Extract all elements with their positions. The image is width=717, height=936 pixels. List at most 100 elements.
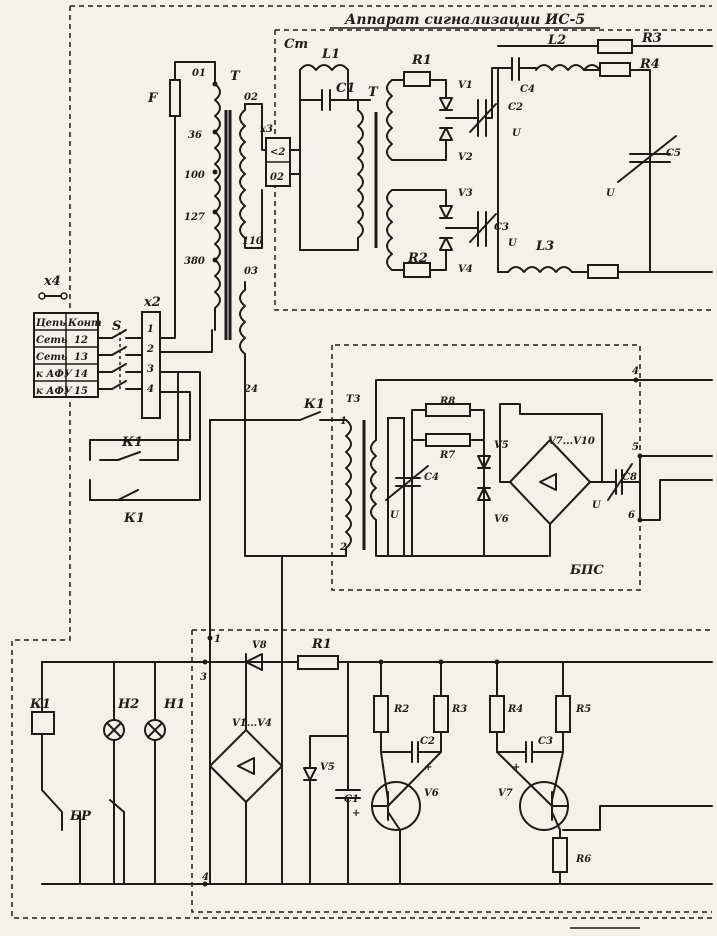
tap-label: 100 <box>184 170 205 181</box>
component-label: L2 <box>547 33 566 48</box>
component-label: U <box>512 128 522 139</box>
tap-label: 24 <box>243 384 258 395</box>
component-label: C2 <box>508 102 523 113</box>
component-label: C4 <box>424 472 439 483</box>
switch-s <box>97 329 143 390</box>
capacitor-c8 <box>601 463 633 501</box>
varicap-v3 <box>439 205 453 219</box>
inductor-l3 <box>507 266 573 273</box>
relay-coil-k1 <box>31 711 55 735</box>
resistor-r4-relay <box>489 695 505 733</box>
component-label: C3 <box>538 736 553 747</box>
bridge-rectifier-v1-v4 <box>209 729 283 803</box>
component-label: C4 <box>520 84 535 95</box>
component-label: V6 <box>424 788 439 799</box>
component-label: L1 <box>321 47 340 62</box>
capacitor-c5 <box>617 135 677 183</box>
component-label: Н1 <box>163 697 185 712</box>
tap-label: 01 <box>192 68 206 79</box>
x2-pin: 4 <box>147 384 154 395</box>
component-label: R3 <box>641 31 662 46</box>
component-label: R3 <box>451 704 467 715</box>
terminal-label: к АФУ <box>36 369 73 380</box>
varicap-v1 <box>439 97 453 111</box>
resistor-r5 <box>587 264 619 279</box>
resistor-r3-relay <box>433 695 449 733</box>
terminal-label: 15 <box>74 386 88 397</box>
component-label: R1 <box>411 53 432 68</box>
x2-pin: 1 <box>147 324 154 335</box>
component-label: C2 <box>420 736 435 747</box>
secondary-winding-110 <box>239 109 246 239</box>
component-label: V2 <box>458 152 473 163</box>
tap-label: 36 <box>188 130 202 141</box>
x3-label: х3 <box>259 124 273 135</box>
x2-connector: 1 2 3 4 <box>141 311 161 419</box>
component-label: V1...V4 <box>232 718 272 729</box>
component-label: Н2 <box>117 697 139 712</box>
capacitor-c4 <box>497 57 537 81</box>
fuse-label: F <box>147 91 158 106</box>
relay-block-circuit: 1 3 4 К1 БР Н2 Н1 V8 R1 V1...V4 V5 C1 + <box>29 419 713 887</box>
bps-transformer-primary <box>345 419 352 557</box>
resistor-r4 <box>599 62 631 77</box>
mains-transformer: 01 36 100 127 380 02 110 03 24 <box>184 61 263 395</box>
polarity-mark: + <box>352 808 360 819</box>
x4-label: х4 <box>43 274 61 289</box>
mains-terminal-block: Цепь Конт Сеть 12 Сеть 13 к АФУ 14 к АФУ… <box>33 312 102 398</box>
x3-pin: 02 <box>270 172 284 183</box>
component-label: U <box>592 500 602 511</box>
resistor-r2-relay <box>373 695 389 733</box>
hf-transformer-primary <box>357 109 364 239</box>
terminal-label: к АФУ <box>36 386 73 397</box>
component-label: L3 <box>535 239 554 254</box>
capacitor-c1 <box>299 89 371 111</box>
switch-s-label: S <box>112 319 121 334</box>
pin-label: 4 <box>202 872 209 883</box>
terminal-label: 13 <box>74 352 88 363</box>
component-label: C3 <box>494 222 509 233</box>
component-label: R7 <box>439 450 455 461</box>
pin-label: 3 <box>200 672 207 683</box>
capacitor-c1-relay <box>335 661 361 885</box>
component-label: C1 <box>336 81 355 96</box>
component-label: V5 <box>320 762 335 773</box>
component-label: C5 <box>666 148 681 159</box>
pin-label: 4 <box>632 366 639 377</box>
inductor-l2 <box>535 64 601 71</box>
pin-label: 2 <box>339 542 347 553</box>
secondary-winding-24 <box>239 289 246 355</box>
relay-contact-k1-a <box>99 371 179 461</box>
bps-transformer-secondary <box>370 439 377 521</box>
varicap-v2 <box>439 127 453 141</box>
terminal-label: Конт <box>67 318 102 329</box>
resistor-r2 <box>403 262 431 278</box>
pin-label: 6 <box>628 510 635 521</box>
component-label: R2 <box>393 704 409 715</box>
bps-circuit: К1 Т3 1 2 4 C4 U R8 R7 V5 V6 V7...V10 C8… <box>209 366 713 557</box>
bridge-rectifier-v7-v10 <box>509 439 591 525</box>
component-label: Т3 <box>346 394 360 405</box>
x3-connector: <2 02 <box>265 137 291 187</box>
component-label: V8 <box>252 640 267 651</box>
zener-v5-relay <box>303 735 349 885</box>
x2-pin: 2 <box>146 344 154 355</box>
component-label: V5 <box>494 440 509 451</box>
block-frames <box>11 5 712 919</box>
pin-label: 1 <box>214 634 221 645</box>
resistor-r1-relay <box>297 655 339 670</box>
x2-pin: 3 <box>147 364 154 375</box>
outer-frame <box>11 6 712 919</box>
bps-label: БПС <box>569 563 604 578</box>
component-label: R1 <box>311 637 332 652</box>
zener-v6 <box>477 487 491 501</box>
x4-jumper <box>38 292 68 300</box>
terminal-label: 14 <box>74 369 88 380</box>
zener-v5 <box>477 455 491 469</box>
component-label: V1 <box>458 80 473 91</box>
resistor-r1 <box>403 71 431 87</box>
transformer-core <box>224 110 232 340</box>
component-label: R5 <box>575 704 591 715</box>
transmitter-circuit: L1 C1 Т R1 V1 V2 C2 U V3 V4 C3 U <box>299 31 713 279</box>
component-label: C1 <box>344 794 359 805</box>
